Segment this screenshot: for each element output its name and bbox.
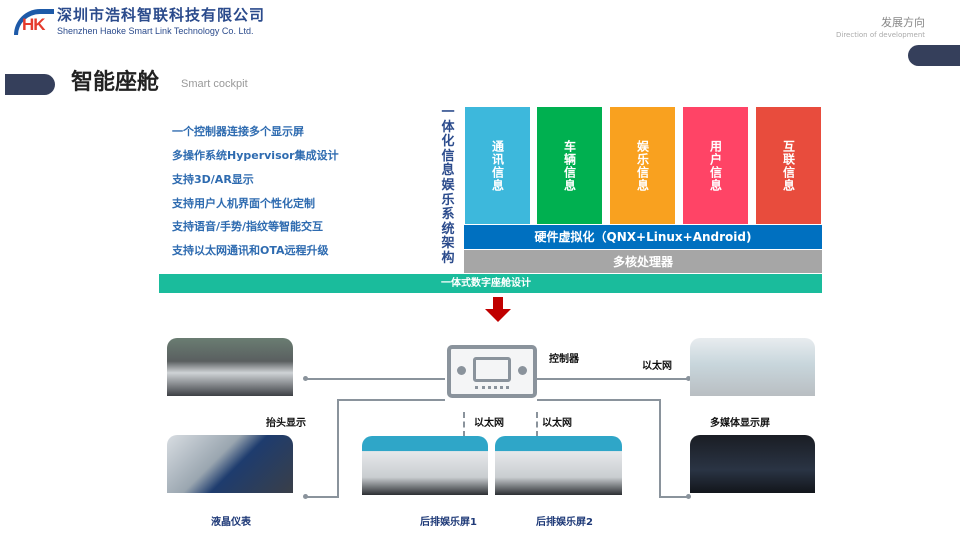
- ethernet-label: 以太网: [542, 418, 572, 429]
- hud-label: 抬头显示: [266, 418, 306, 429]
- base-bar: 一体式数字座舱设计: [159, 274, 822, 293]
- feature-item: 支持3D/AR显示: [172, 173, 254, 186]
- cluster-label: 液晶仪表: [211, 517, 251, 528]
- connector-cluster-end: [305, 496, 339, 498]
- section-title-en: Direction of development: [836, 31, 925, 39]
- arrow-down-icon: [485, 309, 511, 322]
- hud-image: [167, 338, 293, 396]
- virtualization-bar: 硬件虚拟化（QNX+Linux+Android): [464, 225, 822, 249]
- architecture-side-label: 一体化信息娱乐系统架构: [441, 105, 455, 266]
- page-title: 智能座舱: [71, 70, 160, 95]
- connector-dot: [686, 376, 691, 381]
- section-title: 发展方向: [881, 16, 925, 29]
- connector-dot: [686, 494, 691, 499]
- ethernet-label: 以太网: [474, 418, 504, 429]
- rear-screen-1-image: [362, 436, 488, 495]
- feature-item: 支持用户人机界面个性化定制: [172, 197, 315, 210]
- controller-label: 控制器: [549, 354, 579, 365]
- cluster-image: [167, 435, 293, 493]
- column-entertainment: 娱乐信息: [610, 107, 675, 224]
- column-vehicle: 车辆信息: [537, 107, 602, 224]
- page-subtitle: Smart cockpit: [181, 78, 248, 90]
- decor-pill-left: [5, 74, 55, 95]
- controller-knob: [457, 366, 466, 375]
- connector-cluster-v: [337, 399, 339, 498]
- connector-dot: [303, 376, 308, 381]
- connector-rear2: [536, 412, 538, 437]
- multimedia-label: 多媒体显示屏: [710, 418, 770, 429]
- feature-item: 多操作系统Hypervisor集成设计: [172, 149, 339, 162]
- processor-bar: 多核处理器: [464, 250, 822, 273]
- arrow-down-stem: [493, 297, 503, 309]
- rear-screen-1-label: 后排娱乐屏1: [420, 517, 477, 528]
- decor-pill-right: [908, 45, 960, 66]
- connector-multimedia-v: [659, 399, 661, 498]
- logo-arc: [14, 9, 54, 35]
- column-connectivity: 互联信息: [756, 107, 821, 224]
- connector-cluster-h: [337, 399, 445, 401]
- connector-multimedia-end: [659, 496, 690, 498]
- rear-screen-2-image: [495, 436, 622, 495]
- feature-item: 一个控制器连接多个显示屏: [172, 125, 304, 138]
- feature-item: 支持以太网通讯和OTA远程升级: [172, 244, 329, 257]
- ethernet-label: 以太网: [642, 361, 672, 372]
- company-name-cn: 深圳市浩科智联科技有限公司: [57, 6, 266, 24]
- rear-screen-2-label: 后排娱乐屏2: [536, 517, 593, 528]
- company-logo: HK: [22, 15, 46, 34]
- multimedia-top-image: [690, 338, 815, 396]
- feature-item: 支持语音/手势/指纹等智能交互: [172, 220, 324, 233]
- controller-screen: [473, 357, 511, 382]
- multimedia-screen-image: [690, 435, 815, 493]
- connector-rear1: [463, 412, 465, 437]
- company-name-en: Shenzhen Haoke Smart Link Technology Co.…: [57, 26, 254, 36]
- connector-multimedia-h: [537, 399, 661, 401]
- controller-buttons: [475, 386, 509, 390]
- connector-hud: [305, 378, 445, 380]
- column-communication: 通讯信息: [465, 107, 530, 224]
- controller-knob: [518, 366, 527, 375]
- column-user: 用户信息: [683, 107, 748, 224]
- controller-icon: [447, 345, 537, 398]
- connector-multimedia-top: [537, 378, 690, 380]
- connector-dot: [303, 494, 308, 499]
